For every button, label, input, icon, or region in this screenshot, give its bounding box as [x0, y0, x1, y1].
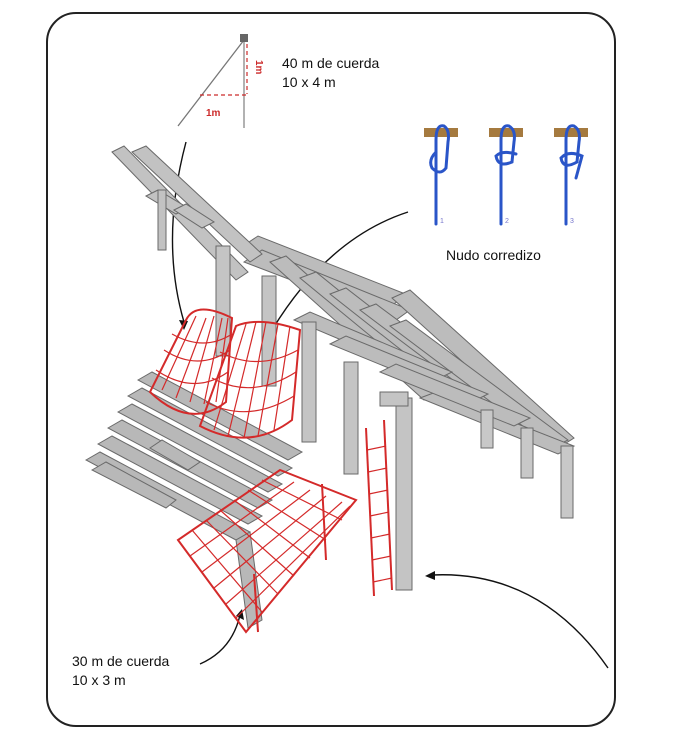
- knot-beam-1: [424, 128, 458, 137]
- vertical-posts: [215, 245, 413, 591]
- top-rope-label: 40 m de cuerda: [282, 55, 380, 71]
- knot-steps: [424, 124, 588, 226]
- knot-step-2: 2: [505, 218, 509, 225]
- bottom-size-label: 10 x 3 m: [72, 672, 126, 688]
- rear-frame: [111, 145, 263, 281]
- knot-title: Nudo corredizo: [446, 247, 541, 263]
- ruler-horizontal-label: 1m: [206, 108, 221, 119]
- knot-step-1: 1: [440, 218, 444, 225]
- arrow-bottom-net: [199, 614, 241, 665]
- top-size-label: 10 x 4 m: [282, 74, 336, 90]
- bottom-rope-label: 30 m de cuerda: [72, 653, 170, 669]
- ruler-vertical-label: 1m: [253, 60, 264, 75]
- arrow-knot: [271, 211, 409, 331]
- cargo-nets: [148, 308, 393, 634]
- knot-step-3: 3: [570, 218, 574, 225]
- arrow-top-net: [171, 141, 187, 323]
- knot-beam-3: [554, 128, 588, 137]
- roof-posts: [480, 409, 574, 519]
- scale-guide: [177, 34, 248, 128]
- knot-beam-2: [489, 128, 523, 137]
- arrow-post: [431, 574, 609, 669]
- roof-frame: [238, 235, 576, 455]
